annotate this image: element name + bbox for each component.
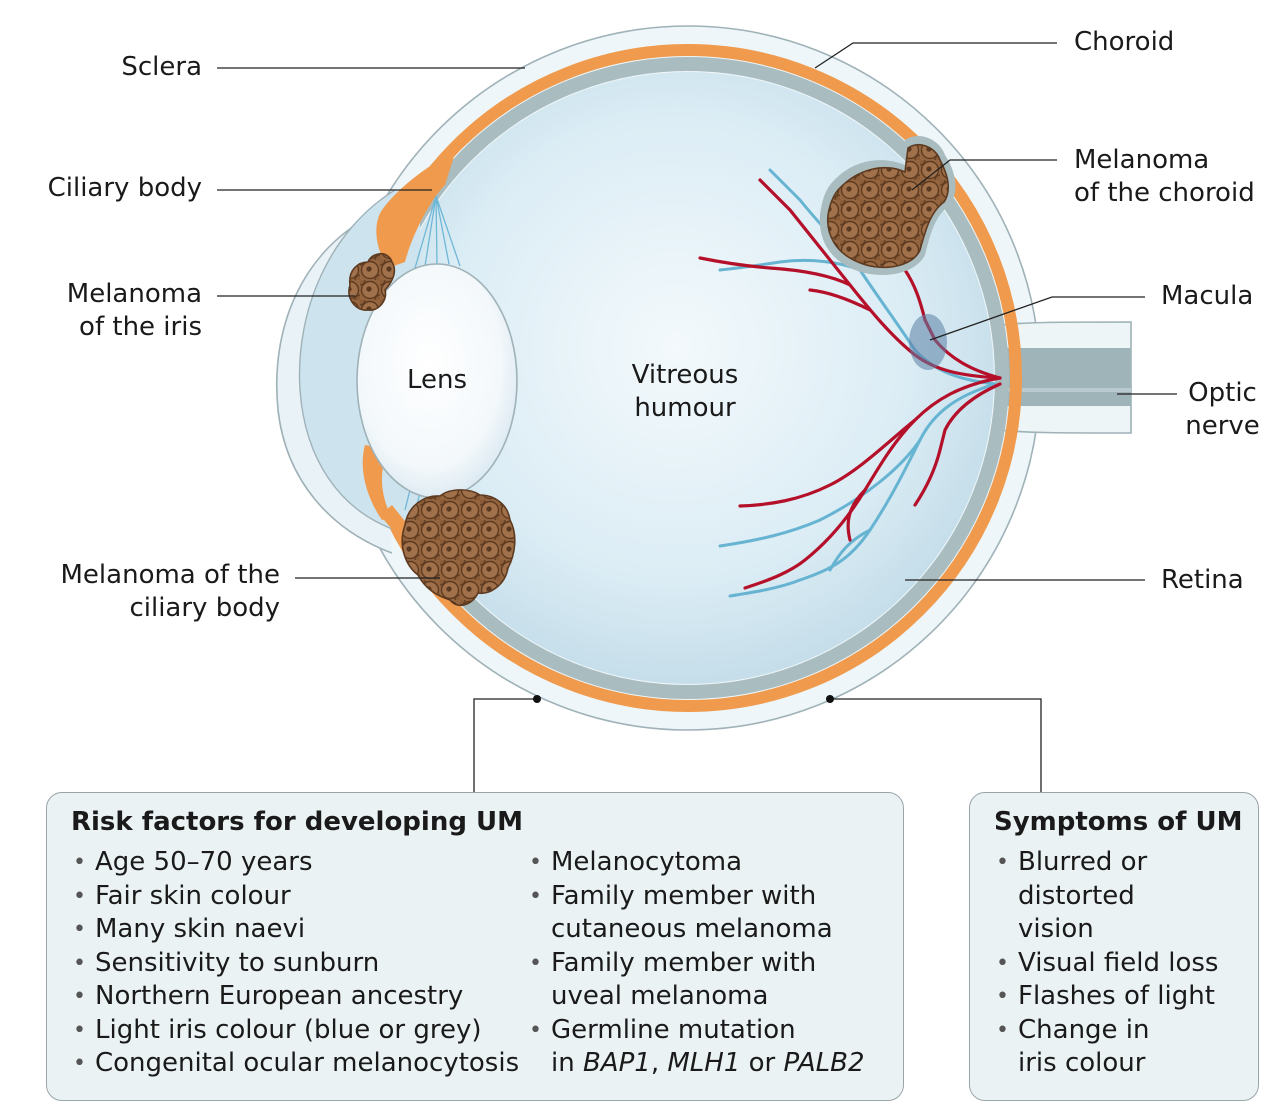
bullet-icon: • — [996, 850, 1009, 875]
list-item-text: Northern European ancestry — [95, 981, 464, 1011]
sclera-label: Sclera — [121, 52, 202, 82]
choroid-label: Choroid — [1074, 27, 1175, 57]
macula-label: Macula — [1161, 281, 1254, 311]
risk-left-column: • Age 50–70 years • Fair skin colour • Many s… — [71, 846, 519, 1081]
bullet-icon: • — [529, 950, 542, 976]
list-item-text: Family member with — [551, 880, 817, 911]
list-item-text: uveal melanoma — [551, 981, 769, 1011]
list-item-text: cutaneous melanoma — [551, 914, 833, 944]
bullet-icon: • — [73, 1017, 86, 1043]
list-item-text: Fair skin colour — [95, 880, 291, 911]
bullet-icon: • — [529, 850, 542, 875]
list-item-text: vision — [1018, 914, 1094, 944]
bullet-icon: • — [73, 917, 86, 942]
bullet-icon: • — [73, 1051, 86, 1076]
list-item-text: Family member with — [551, 947, 817, 978]
list-item: • Flashes of light — [994, 980, 1218, 1014]
risk-factors-box: Risk factors for developing UM • Age 50–7… — [46, 792, 904, 1101]
risk-factors-title: Risk factors for developing UM — [71, 807, 523, 837]
list-item: • Melanocytoma — [527, 846, 865, 880]
vitreous-label: Vitreous humour — [631, 360, 739, 423]
lens-label: Lens — [406, 365, 468, 395]
list-item-text: Light iris colour (blue or grey) — [95, 1014, 482, 1045]
list-item: • Light iris colour (blue or grey) — [71, 1014, 519, 1048]
list-item-text: Sensitivity to sunburn — [95, 947, 380, 978]
list-item-text: Congenital ocular melanocytosis — [95, 1048, 520, 1078]
list-item-text: distorted — [1018, 880, 1135, 911]
list-item: • Many skin naevi — [71, 913, 519, 947]
bullet-icon: • — [73, 950, 86, 976]
list-item: • Sensitivity to sunburn — [71, 947, 519, 981]
bullet-icon: • — [996, 1017, 1009, 1043]
list-item: • Fair skin colour — [71, 880, 519, 914]
choroid-melanoma-tumour — [819, 135, 956, 275]
list-item-text: Age 50–70 years — [95, 847, 313, 877]
iris-melanoma-label: Melanoma of the iris — [66, 279, 202, 342]
choroid-melanoma-label: Melanoma of the choroid — [1074, 145, 1255, 208]
bullet-icon: • — [996, 984, 1009, 1009]
bullet-icon: • — [529, 883, 542, 909]
symptoms-title: Symptoms of UM — [994, 807, 1243, 837]
bullet-icon: • — [73, 984, 86, 1009]
list-item-text: Flashes of light — [1018, 981, 1215, 1011]
list-item: • Germline mutation in BAP1, MLH1 or PAL… — [529, 1014, 865, 1079]
retina-label: Retina — [1161, 565, 1244, 595]
bullet-icon: • — [73, 883, 86, 909]
list-item: • Age 50–70 years — [71, 846, 519, 880]
iris-melanoma-tumour — [348, 252, 396, 311]
bullet-icon: • — [73, 850, 86, 875]
ciliary-body-label: Ciliary body — [47, 173, 202, 203]
list-item: • Northern European ancestry — [71, 980, 519, 1014]
list-item: • Congenital ocular melanocytosis — [71, 1047, 519, 1081]
symptom-connector-dot — [826, 695, 834, 703]
risk-connector-dot — [533, 695, 541, 703]
ciliary-melanoma-tumour — [401, 489, 516, 607]
bullet-icon: • — [996, 950, 1009, 976]
list-item: • Visual field loss — [994, 947, 1218, 981]
list-item-text: iris colour — [1018, 1048, 1146, 1078]
list-item-text: Change in — [1018, 1014, 1150, 1045]
leader-lines — [217, 42, 1177, 792]
list-item-text: Many skin naevi — [95, 914, 306, 944]
list-item-text: Blurred or — [1018, 847, 1148, 877]
optic-nerve-label: Optic nerve — [1185, 378, 1260, 441]
list-item-text: Visual field loss — [1018, 947, 1219, 978]
macula-spot — [909, 314, 947, 370]
ciliary-melanoma-label: Melanoma of the ciliary body — [60, 560, 281, 623]
list-item-text: Melanocytoma — [551, 847, 743, 877]
